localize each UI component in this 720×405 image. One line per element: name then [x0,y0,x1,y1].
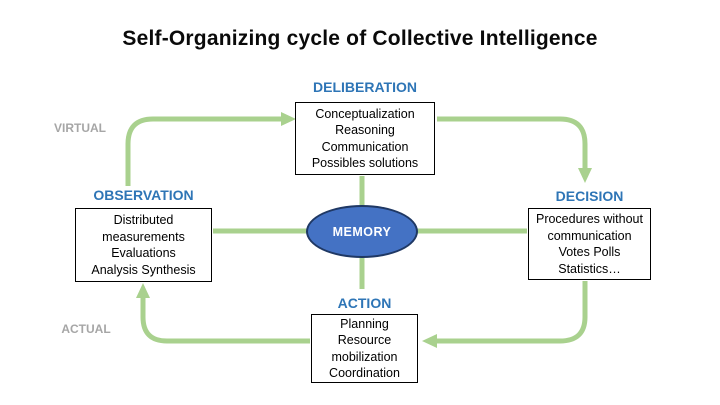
arrow-decision-to-action [422,281,588,348]
observation-line: Distributed [113,213,174,227]
deliberation-line: Reasoning [335,123,395,137]
decision-line: communication [547,228,632,243]
observation-line: measurements [102,229,185,244]
actual-layer-label: ACTUAL [61,322,111,336]
action-line: Resource [337,333,392,347]
memory-label: MEMORY [332,224,392,239]
arrow-action-to-observation [136,283,310,344]
decision-heading: DECISION [555,188,624,204]
diagram-title: Self-Organizing cycle of Collective Inte… [122,27,598,50]
decision-box: Procedures without communication Votes P… [528,208,651,280]
arrow-deliberation-to-decision [437,116,592,183]
deliberation-line: Possibles solutions [311,156,419,170]
observation-line: Evaluations [111,246,176,260]
action-line: Coordination [329,366,400,380]
action-line: mobilization [331,349,398,364]
decision-line: Statistics… [558,261,621,276]
deliberation-line: Conceptualization [315,106,415,121]
virtual-layer-label: VIRTUAL [54,121,106,135]
observation-box: Distributed measurements Evaluations Ana… [75,208,212,282]
deliberation-box: Conceptualization Reasoning Communicatio… [295,102,435,175]
decision-line: Votes Polls [558,245,621,259]
deliberation-line: Communication [321,139,409,154]
arrow-observation-to-deliberation [125,112,296,186]
observation-line: Analysis Synthesis [91,262,196,277]
observation-heading: OBSERVATION [93,187,194,203]
decision-line: Procedures without [535,212,643,226]
action-box: Planning Resource mobilization Coordinat… [311,314,418,383]
action-heading: ACTION [337,295,392,311]
memory-ellipse: MEMORY [306,205,418,258]
action-line: Planning [340,316,389,331]
deliberation-heading: DELIBERATION [313,79,417,95]
